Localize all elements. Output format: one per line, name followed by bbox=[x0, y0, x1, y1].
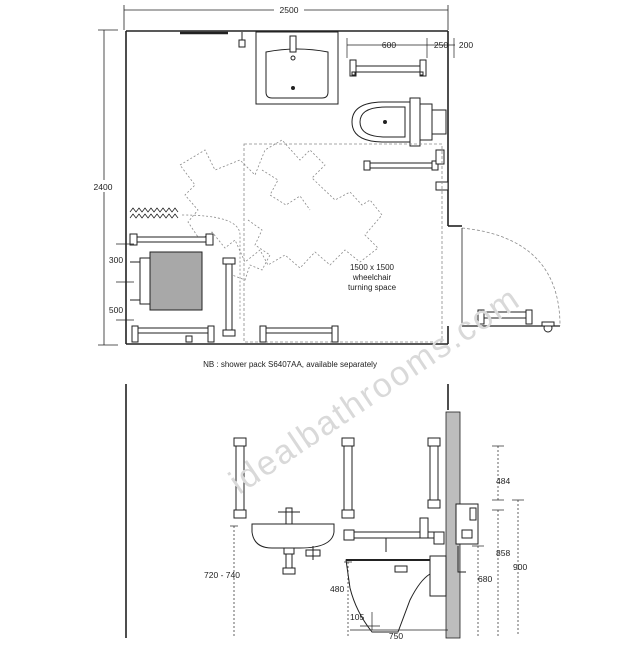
plan-view: 2500 2400 600 250 200 bbox=[88, 3, 561, 369]
basin-height-dimension bbox=[230, 525, 238, 636]
seat-dimension bbox=[116, 243, 134, 321]
wc-pan-elevation bbox=[345, 555, 447, 633]
overall-height-label: 2400 bbox=[94, 182, 113, 192]
shower-rail-bottom bbox=[131, 325, 215, 343]
rail-position-dimension bbox=[346, 38, 455, 58]
vertical-rail-left bbox=[233, 437, 247, 519]
room-walls bbox=[125, 30, 462, 345]
rail-width-label: 600 bbox=[382, 40, 396, 50]
flush-height-label: 680 bbox=[478, 574, 492, 584]
grab-rail-right bbox=[363, 149, 449, 191]
turning-space-outline bbox=[243, 143, 443, 343]
toilet-roll-holder bbox=[238, 32, 246, 48]
shower-rail-horizontal bbox=[129, 233, 214, 246]
overall-width-label: 2500 bbox=[280, 5, 299, 15]
shower-rail-vertical bbox=[222, 257, 236, 337]
concealed-cistern bbox=[455, 503, 479, 573]
vertical-rail-right bbox=[341, 437, 355, 519]
pan-offset-label: 105 bbox=[350, 612, 364, 622]
fold-down-rail bbox=[343, 517, 445, 552]
door-grab-rail bbox=[477, 309, 555, 333]
wc-pan-plan bbox=[351, 97, 447, 147]
pan-dimensions bbox=[344, 561, 448, 636]
rail-offset-label: 250 bbox=[434, 40, 448, 50]
wheelchair-silhouette bbox=[179, 139, 383, 281]
watermark: idealbathrooms.com bbox=[222, 279, 527, 502]
grab-rail-bottom bbox=[259, 325, 339, 343]
elevation-view: 720 - 740 bbox=[125, 384, 527, 641]
cistern-top-label: 484 bbox=[496, 476, 510, 486]
seat-height-label: 500 bbox=[109, 305, 123, 315]
fold-rail-gap-label: 300 bbox=[109, 255, 123, 265]
rail-height-label: 858 bbox=[496, 548, 510, 558]
grab-rail-top bbox=[349, 59, 427, 77]
shower-hose bbox=[129, 207, 179, 219]
shower-seat bbox=[130, 251, 203, 311]
overall-elevation-label: 900 bbox=[513, 562, 527, 572]
pan-height-label: 480 bbox=[330, 584, 344, 594]
elevation-height-dimensions bbox=[472, 445, 524, 636]
vertical-rail-wc bbox=[427, 437, 441, 509]
turning-space-label-2: wheelchair bbox=[352, 273, 392, 282]
projection-label: 750 bbox=[389, 631, 403, 640]
basin-height-label: 720 - 740 bbox=[204, 570, 240, 580]
wall-offset-label: 200 bbox=[459, 40, 473, 50]
wash-basin-elevation bbox=[251, 507, 335, 575]
turning-space-label-1: 1500 x 1500 bbox=[350, 263, 395, 272]
turning-space-label-3: turning space bbox=[348, 283, 397, 292]
shower-pack-note: NB : shower pack S6407AA, available sepa… bbox=[203, 360, 377, 369]
wash-basin-plan bbox=[255, 31, 339, 105]
curtain-line bbox=[181, 214, 241, 320]
